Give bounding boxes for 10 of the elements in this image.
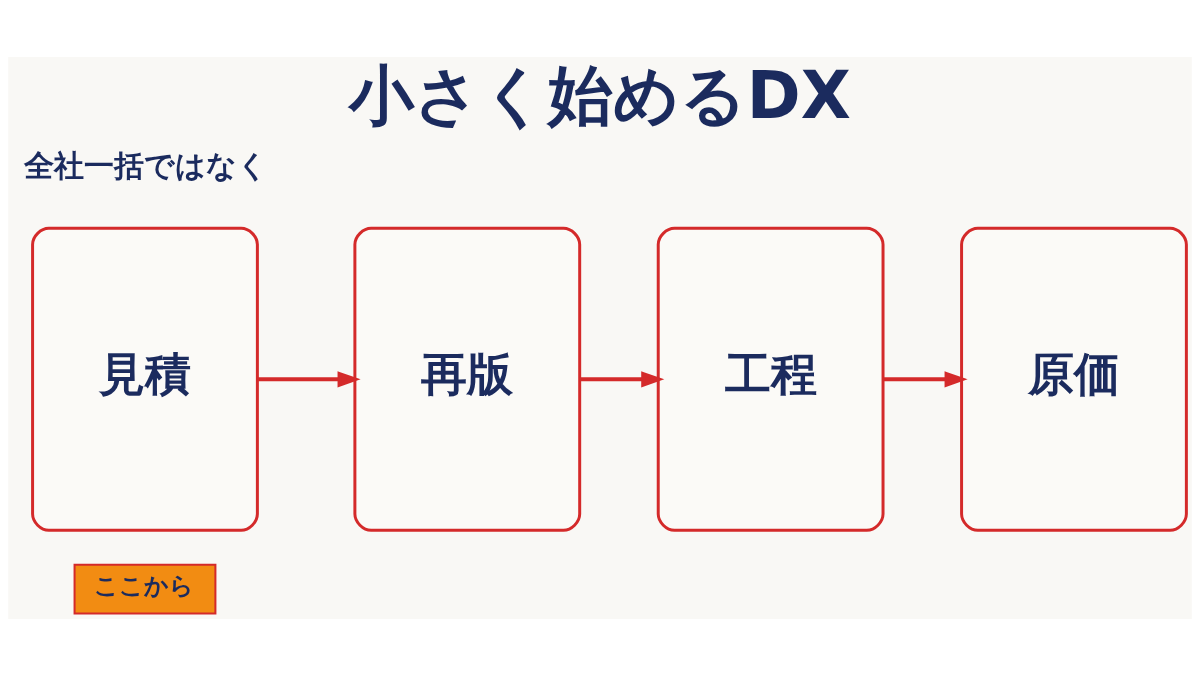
node-box: 原価: [960, 226, 1188, 532]
arrow: [883, 370, 968, 387]
node-box: 工程: [656, 226, 885, 532]
arrow: [257, 370, 361, 387]
diagram-title: 小さく始めるDX: [348, 57, 851, 133]
label: 全社一括ではなく: [24, 147, 269, 183]
arrow: [579, 370, 665, 387]
node-box: ここから: [73, 563, 217, 615]
node-box: 見積: [31, 226, 259, 532]
node-box: 再版: [353, 226, 582, 532]
